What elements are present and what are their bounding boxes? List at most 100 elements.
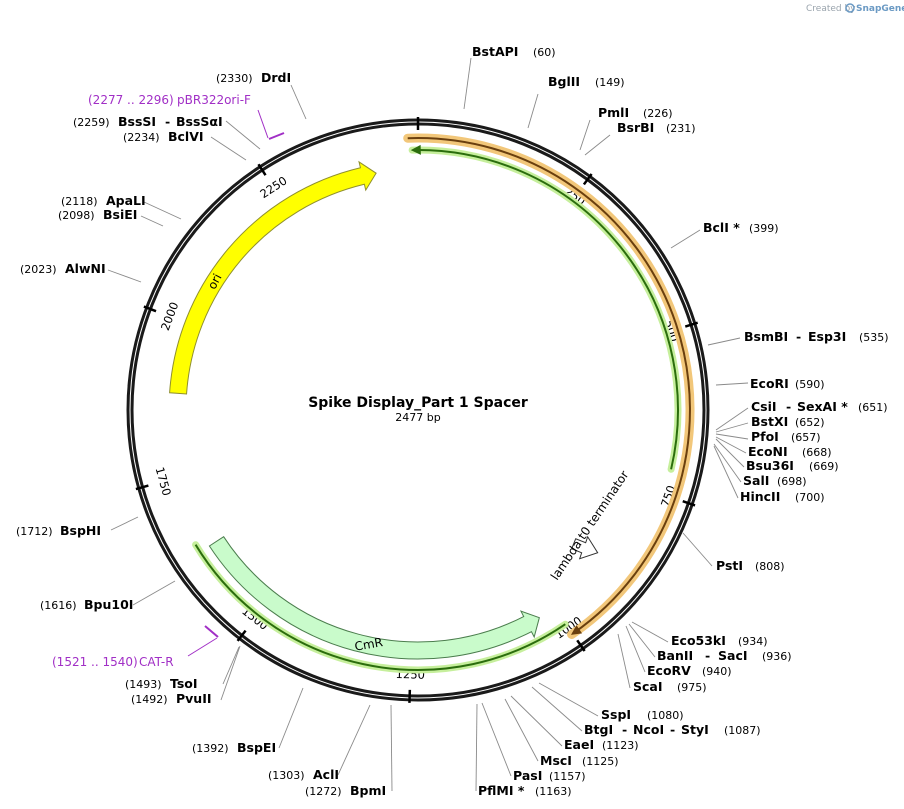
terminator-arrow-icon[interactable] xyxy=(571,535,599,560)
site-position: (1616) xyxy=(40,599,77,612)
site-name: BspEI xyxy=(237,740,276,755)
site-sali[interactable]: SalI(698) xyxy=(743,473,807,488)
site-name-2: SacI xyxy=(718,648,748,663)
site-ecorv[interactable]: EcoRV(940) xyxy=(647,663,732,678)
site-leader-line xyxy=(715,438,745,468)
site-position: (535) xyxy=(859,331,889,344)
site-sep: - xyxy=(796,329,801,344)
site-banii-saci[interactable]: BanII-SacI(936) xyxy=(657,648,792,663)
site-eaei[interactable]: EaeI(1123) xyxy=(564,737,639,752)
site-alwni[interactable]: AlwNI(2023) xyxy=(20,261,106,276)
site-bclvi[interactable]: BclVI(2234) xyxy=(123,129,204,144)
site-pfoi[interactable]: PfoI (657) xyxy=(751,429,821,444)
site-leader-line xyxy=(481,702,512,777)
site-leader-line xyxy=(617,633,631,689)
site-apali[interactable]: ApaLI(2118) xyxy=(61,193,146,208)
site-psti[interactable]: PstI(808) xyxy=(716,558,785,573)
site-name: ScaI xyxy=(633,679,663,694)
site-econi[interactable]: EcoNI(668) xyxy=(748,444,832,459)
site-leader-line xyxy=(625,625,646,673)
site-bglii[interactable]: BglII(149) xyxy=(548,74,625,89)
site-bstxi[interactable]: BstXI(652) xyxy=(751,414,825,429)
backbone-tick xyxy=(682,499,696,507)
site-leader-line xyxy=(628,623,656,658)
site-leader-line xyxy=(337,704,371,776)
green-feature-strand[interactable] xyxy=(413,148,679,470)
site-position: (226) xyxy=(643,107,673,120)
primer-bar xyxy=(268,132,285,140)
site-pasi[interactable]: PasI(1157) xyxy=(513,768,586,783)
site-leader-line xyxy=(670,229,701,249)
site-bstapi[interactable]: BstAPI(60) xyxy=(472,44,556,59)
site-position: (657) xyxy=(791,431,821,444)
site-position: (1492) xyxy=(131,693,168,706)
features: ori CmR lambda t0 terminator xyxy=(169,133,695,674)
orange-feature-strand[interactable] xyxy=(407,137,691,635)
site-hincii[interactable]: HincII(700) xyxy=(740,489,825,504)
site-bsssi-bsssai[interactable]: BssSI-BssSαI(2259) xyxy=(73,114,223,129)
primer-cat-r[interactable]: (1521 .. 1540) CAT-R xyxy=(52,625,219,669)
site-bpmi[interactable]: BpmI(1272) xyxy=(305,783,386,798)
cmr-arrow[interactable] xyxy=(208,536,540,660)
site-bpu10i[interactable]: Bpu10I (1616) xyxy=(40,597,133,612)
site-scai[interactable]: ScaI(975) xyxy=(633,679,707,694)
backbone-tick xyxy=(684,321,699,328)
site-name: MscI xyxy=(540,753,572,768)
site-leader-line xyxy=(584,134,611,156)
site-name: BsrBI xyxy=(617,120,654,135)
site-eco53ki[interactable]: Eco53kI(934) xyxy=(671,633,768,648)
site-sep: - xyxy=(786,399,791,414)
site-csii-sexai[interactable]: CsiI-SexAI *(651) xyxy=(751,399,888,414)
site-bspei[interactable]: BspEI (1392) xyxy=(192,740,276,755)
primer-leader xyxy=(187,637,218,657)
site-name: BclI * xyxy=(703,220,740,235)
site-position: (1087) xyxy=(724,724,761,737)
site-leader-line xyxy=(715,436,747,454)
site-leader-line xyxy=(463,57,472,110)
site-bsu36i[interactable]: Bsu36I(669) xyxy=(746,458,839,473)
site-tsoi[interactable]: TsoI(1493) xyxy=(125,676,198,691)
site-msci[interactable]: MscI (1125) xyxy=(540,753,619,768)
site-bsrbi[interactable]: BsrBI(231) xyxy=(617,120,696,135)
site-pflmi[interactable]: PflMI *(1163) xyxy=(478,783,572,798)
site-bsphi[interactable]: BspHI(1712) xyxy=(16,523,101,538)
site-name: ApaLI xyxy=(106,193,146,208)
site-position: (1125) xyxy=(582,755,619,768)
site-position: (2098) xyxy=(58,209,95,222)
site-leader-line xyxy=(107,269,142,283)
credit-text: Created by xyxy=(806,4,856,14)
ori-arrow[interactable] xyxy=(169,160,377,395)
site-pmli[interactable]: PmlI(226) xyxy=(598,105,673,120)
site-position: (149) xyxy=(595,76,625,89)
cmr-label: CmR xyxy=(353,635,383,654)
orange-feature-highlight[interactable] xyxy=(403,133,695,639)
site-pvuii[interactable]: PvuII (1492) xyxy=(131,691,212,706)
site-name: BstXI xyxy=(751,414,788,429)
site-sep: - xyxy=(622,722,627,737)
site-leader-line xyxy=(390,704,393,792)
site-bcli[interactable]: BclI * (399) xyxy=(703,220,779,235)
site-drdi[interactable]: DrdI(2330) xyxy=(216,70,291,85)
site-position: (399) xyxy=(749,222,779,235)
site-position: (60) xyxy=(533,46,556,59)
site-position: (590) xyxy=(795,378,825,391)
site-name-2: SexAI * xyxy=(797,399,848,414)
site-name: AclI xyxy=(313,767,339,782)
site-acli[interactable]: AclI(1303) xyxy=(268,767,339,782)
site-ecori[interactable]: EcoRI(590) xyxy=(750,376,825,391)
site-name: PvuII xyxy=(176,691,212,706)
site-bsiei[interactable]: BsiEI(2098) xyxy=(58,207,137,222)
site-leader-line xyxy=(143,201,182,220)
site-sspi[interactable]: SspI(1080) xyxy=(601,707,684,722)
site-bsmbi-esp3i[interactable]: BsmBI-Esp3I(535) xyxy=(744,329,889,344)
site-name: PfoI xyxy=(751,429,779,444)
site-leader-line xyxy=(713,443,742,483)
site-btgi-ncoi-styi[interactable]: BtgI-NcoI-StyI(1087) xyxy=(584,722,761,737)
site-name: SspI xyxy=(601,707,631,722)
cmr-feature-strand[interactable] xyxy=(194,544,566,671)
site-name: Bpu10I xyxy=(84,597,133,612)
green-feature-highlight[interactable] xyxy=(408,146,682,473)
site-position: (1392) xyxy=(192,742,229,755)
primer-pbr322ori-f[interactable]: (2277 .. 2296) pBR322ori-F xyxy=(88,93,285,140)
